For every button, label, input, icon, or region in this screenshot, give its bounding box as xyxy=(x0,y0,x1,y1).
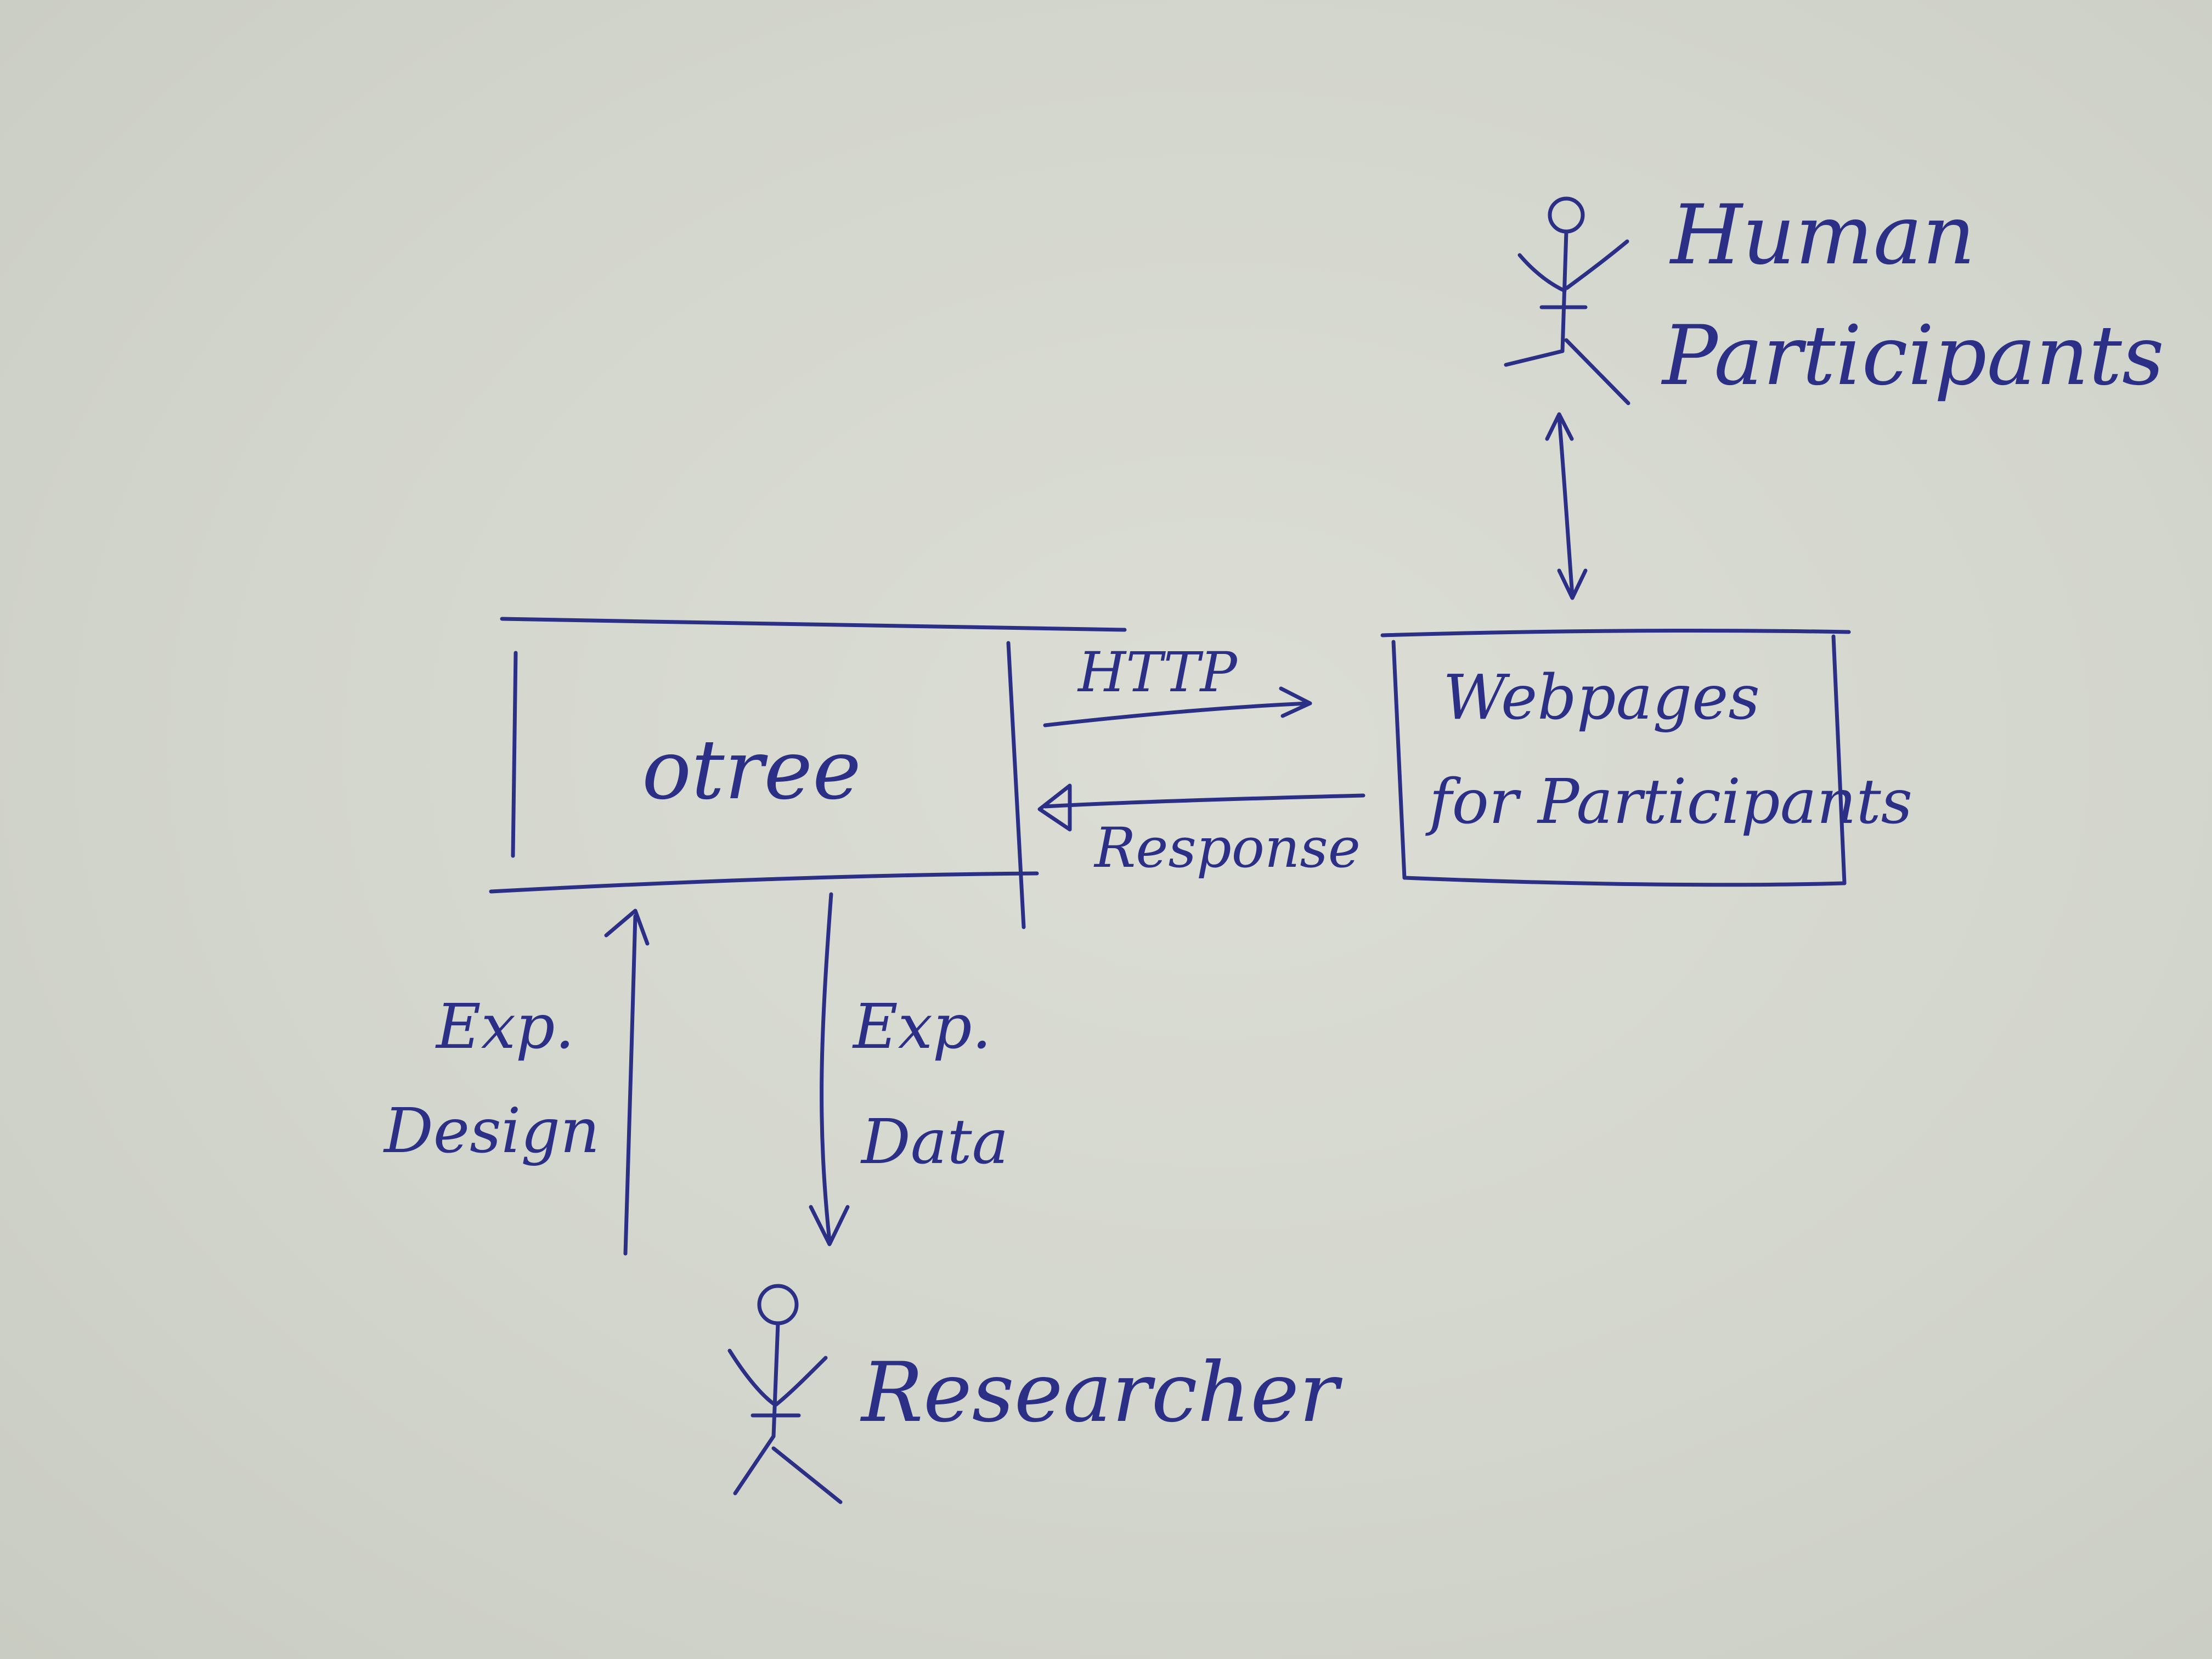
webpages-box: Webpages for Participants xyxy=(1380,629,1912,887)
response-label: Response xyxy=(1093,816,1361,880)
response-arrow: Response xyxy=(1037,783,1365,880)
exp-data-label-line2: Data xyxy=(860,1107,1008,1178)
webpages-label-line2: for Participants xyxy=(1425,766,1912,838)
exp-design-label-line1: Exp. xyxy=(435,991,574,1063)
researcher-label: Researcher xyxy=(860,1345,1343,1441)
http-arrow: HTTP xyxy=(1043,640,1312,727)
exp-data-label-line1: Exp. xyxy=(852,991,991,1063)
exp-data-arrow: Exp. Data xyxy=(809,892,1008,1246)
exp-design-arrow: Exp. Design xyxy=(383,909,650,1256)
http-label: HTTP xyxy=(1077,640,1238,704)
exp-design-label-line2: Design xyxy=(383,1096,600,1167)
otree-label: otree xyxy=(642,723,861,818)
otree-box: otree xyxy=(489,617,1127,929)
webpages-label-line1: Webpages xyxy=(1443,662,1760,733)
human-label-line2: Participants xyxy=(1661,308,2164,404)
human-participants-figure xyxy=(1504,196,1630,405)
researcher-figure xyxy=(727,1284,843,1504)
participants-arrow xyxy=(1545,412,1588,600)
human-label-line1: Human xyxy=(1669,188,1976,283)
